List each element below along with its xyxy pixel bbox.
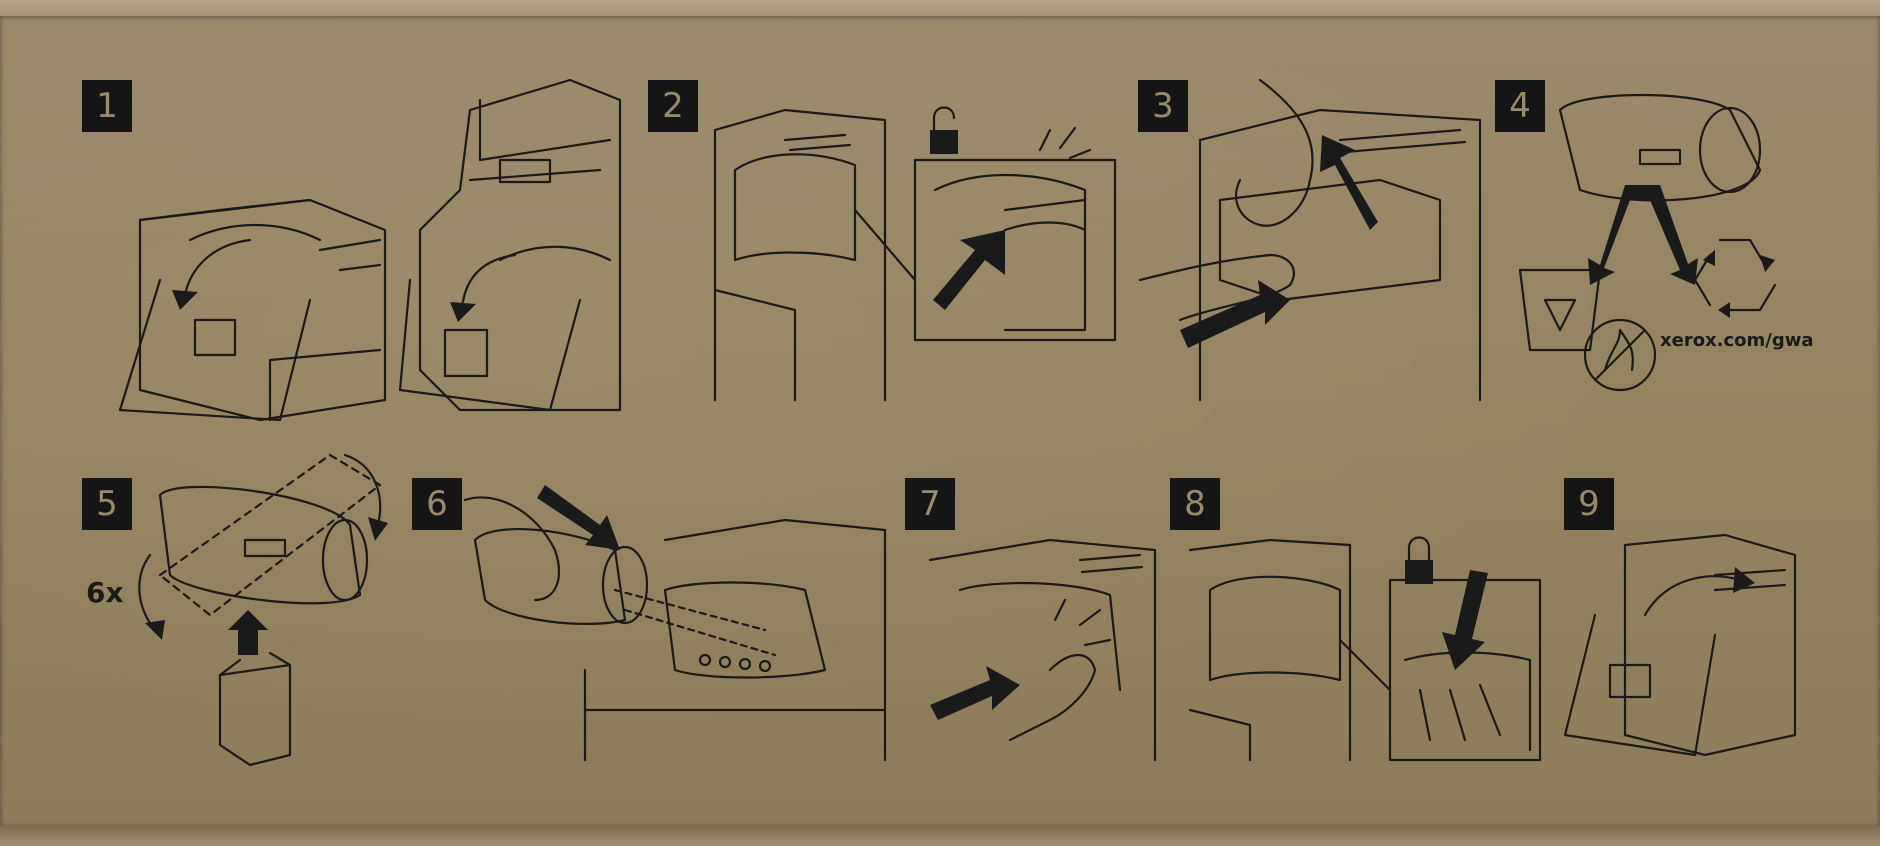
step-9-number: 9 <box>1564 478 1614 530</box>
step-4-number: 4 <box>1495 80 1545 132</box>
step-3-number: 3 <box>1138 80 1188 132</box>
recycling-url-text: xerox.com/gwa <box>1660 330 1814 351</box>
box-top-edge <box>0 0 1880 18</box>
step-1-number: 1 <box>82 80 132 132</box>
step-6-insert-cartridge-illustration <box>463 485 887 762</box>
step-2-unlock-cartridge-illustration <box>713 106 1117 402</box>
step-5-number: 5 <box>82 478 132 530</box>
step-6-number: 6 <box>412 478 462 530</box>
step-7-number: 7 <box>905 478 955 530</box>
step-4-recycle-cartridge-illustration <box>1518 93 1777 392</box>
box-bottom-edge <box>0 826 1880 846</box>
step-5-shake-cartridge-illustration <box>138 453 388 767</box>
step-3-remove-cartridge-illustration <box>1138 78 1482 402</box>
step-1-printer-open-illustration <box>118 78 622 422</box>
step-2-number: 2 <box>648 80 698 132</box>
shake-count-text: 6x <box>86 576 124 609</box>
step-9-close-door-illustration <box>1563 533 1797 757</box>
step-7-push-cartridge-illustration <box>928 538 1157 762</box>
step-8-lock-cartridge-illustration <box>1188 536 1542 762</box>
step-8-number: 8 <box>1170 478 1220 530</box>
